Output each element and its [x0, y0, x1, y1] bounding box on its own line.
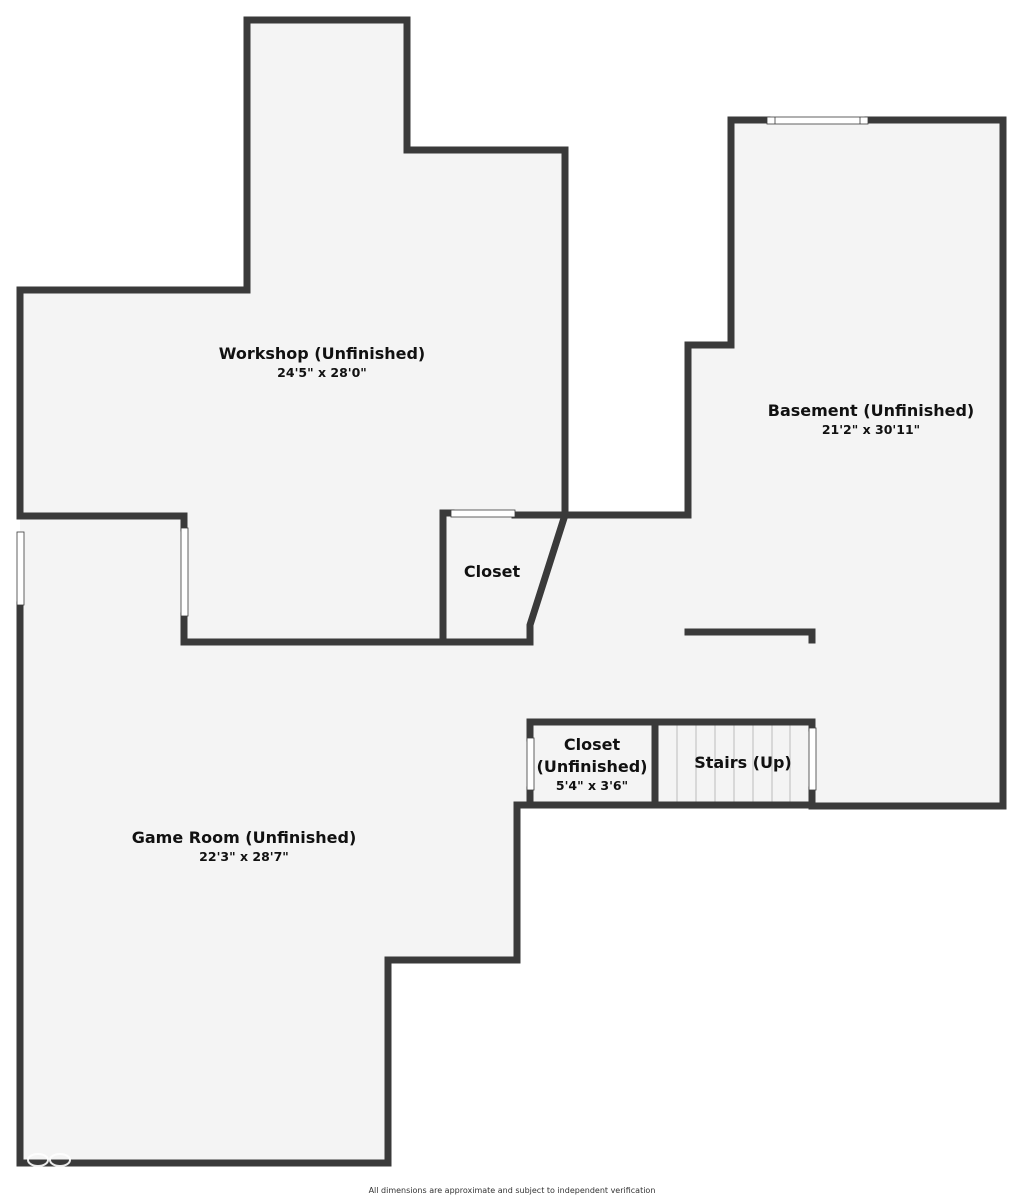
exterior-door-opening [16, 531, 25, 606]
game-room-name: Game Room (Unfinished) [132, 828, 357, 847]
stairs-opening [808, 727, 817, 791]
workshop-floor [20, 20, 565, 642]
floor-fills [20, 20, 1003, 1163]
basement-floor [688, 120, 1003, 806]
wall [16, 801, 534, 1167]
closet-unfinished-name-line1: Closet [564, 735, 621, 754]
basement-window [766, 116, 869, 125]
wall [16, 16, 569, 520]
openings [16, 116, 869, 791]
closet-unfinished-floor [530, 722, 655, 805]
closet-unfinished-name-line2: (Unfinished) [537, 757, 648, 776]
basement-name: Basement (Unfinished) [768, 401, 974, 420]
game-room-dimensions: 22'3" x 28'7" [199, 849, 289, 864]
interior-opening [180, 527, 189, 617]
disclaimer-note: All dimensions are approximate and subje… [368, 1186, 656, 1195]
wall [526, 718, 816, 742]
wall [684, 628, 816, 644]
closet-unfinished-dimensions: 5'4" x 3'6" [556, 778, 628, 793]
stair-treads [676, 725, 791, 802]
closet-unfinished-opening [526, 737, 535, 791]
stairs-name: Stairs (Up) [694, 753, 792, 772]
wall [808, 116, 1007, 810]
watermark-logo [27, 1153, 71, 1167]
room-labels: Workshop (Unfinished) 24'5" x 28'0" Base… [132, 344, 975, 864]
wall [180, 510, 570, 646]
game-room-floor [20, 515, 812, 1163]
workshop-name: Workshop (Unfinished) [219, 344, 426, 363]
wall [561, 116, 771, 519]
wall [16, 512, 188, 532]
basement-dimensions: 21'2" x 30'11" [822, 422, 920, 437]
workshop-dimensions: 24'5" x 28'0" [277, 365, 367, 380]
walls [16, 16, 1007, 1167]
closet-name: Closet [464, 562, 521, 581]
closet-door-opening [450, 509, 516, 518]
